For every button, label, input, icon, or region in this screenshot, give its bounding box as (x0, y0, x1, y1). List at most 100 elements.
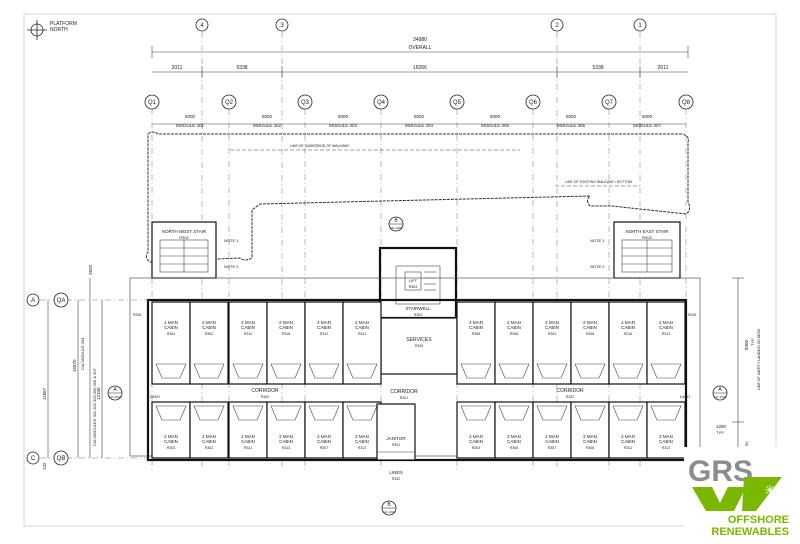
r330-label: R330 (133, 313, 141, 317)
grid-id-2: 2 (555, 23, 559, 29)
left-dim-4: 11867 (42, 387, 47, 400)
bottom-cabin-pod-icon (308, 405, 340, 421)
q-grid-7: Q7 (605, 100, 614, 106)
module-label-6: MODULE 306 (557, 123, 586, 128)
left-dim-label-2: C/A MODULES 301,302,303,305,306 & 307 (92, 367, 97, 446)
line-label-1: LINE OF UNDERSIDE OF WALKWAY (290, 144, 350, 148)
top-cabin-id: R308 (472, 332, 480, 336)
left-dim-5: 132 (42, 462, 47, 470)
grs-logo-mark: GRS ✳ OFFSHORE RENEWABLES (684, 447, 794, 539)
bottom-cabin-id: R307 (548, 446, 556, 450)
top-cabin-pod-icon (650, 363, 682, 379)
logo-line-2: RENEWABLES (711, 526, 789, 538)
sheet-border (23, 13, 777, 527)
north-east-stair: NORTH EAST STAIR R302 (613, 221, 681, 279)
bottom-cabin-id: R308 (510, 446, 518, 450)
top-cabin-pod-icon (346, 363, 378, 379)
top-cabin-pod-icon (460, 363, 492, 379)
section-mark-a-left: A 121-1001 (107, 385, 123, 401)
bottom-cabin-suffix: CABIN (545, 439, 559, 444)
top-cabin-suffix: CABIN (164, 325, 178, 330)
corridor-id-1: R320 (261, 395, 269, 399)
top-cabin-id: R312 (662, 332, 670, 336)
module-dim-1: 5000 (185, 114, 196, 119)
dim-mid-2: 5338 (236, 65, 247, 71)
left-dim-label-1: C/A MODULE 304 (80, 337, 85, 370)
bottom-cabin-id: R311 (624, 446, 632, 450)
top-cabin-wall (646, 301, 686, 385)
north-label-2: NORTH (50, 27, 68, 33)
top-cabin-id: R310 (244, 332, 252, 336)
top-cabin-suffix: CABIN (659, 325, 673, 330)
north-west-stair: NORTH WEST STAIR R301 (151, 221, 217, 279)
section-b-bot-letter: B (387, 502, 391, 508)
bottom-cabin-cap: 2 MAN (317, 434, 331, 439)
bottom-cabin-suffix: CABIN (583, 439, 597, 444)
right-typ-1: TYP (750, 338, 755, 346)
dash-label-right: DASH (680, 395, 690, 399)
bottom-cabin-pod-icon (460, 405, 492, 421)
line-label-2: LINE OF EXISTING WALKWAY / BOTTOM (565, 180, 632, 184)
grid-c: C (31, 456, 36, 462)
linen-label: LINEN (389, 470, 402, 475)
top-cabin-id: R312 (320, 332, 328, 336)
janitor-linen-rooms: JANITOR R331 LINEN R332 (376, 403, 416, 481)
bottom-cabin-pod-icon (232, 405, 264, 421)
bottom-cabin-pod-icon (574, 405, 606, 421)
left-dim-2: 15670 (72, 359, 77, 372)
top-cabin-wall (266, 301, 306, 385)
corridor-id-2: R321 (400, 396, 408, 400)
stairwell-id: R304 (414, 313, 422, 317)
overall-value: 34980 (413, 37, 427, 43)
corridor-label-2: CORRIDOR (390, 389, 418, 395)
bottom-cabin-suffix: CABIN (202, 439, 216, 444)
section-mark-b-bottom: B 121-1001 (381, 500, 397, 516)
bottom-cabin-pod-icon (536, 405, 568, 421)
bottom-cabin-cap: 2 MAN (545, 434, 559, 439)
top-cabin-cap: 2 MAN (202, 320, 216, 325)
dim-mid-1: 2011 (172, 65, 183, 71)
top-cabin-suffix: CABIN (279, 325, 293, 330)
bottom-cabin-cap: 2 MAN (583, 434, 597, 439)
right-dim-3: 50 (744, 441, 749, 446)
logo-star-icon: ✳ (764, 483, 776, 499)
dim-mid-3: 18266 (413, 65, 427, 71)
ne-stair-id: R302 (642, 235, 652, 240)
top-cabin-suffix: CABIN (317, 325, 331, 330)
bottom-cabin-cap: 2 MAN (164, 434, 178, 439)
q-grid-8: Q8 (682, 100, 691, 106)
top-cabin-id: R302 (205, 332, 213, 336)
nw-stair-label: NORTH WEST STAIR (162, 229, 207, 234)
top-cabin-wall (342, 301, 382, 385)
top-cabin-pod-icon (612, 363, 644, 379)
bottom-cabin-suffix: CABIN (241, 439, 255, 444)
bottom-cabin-id: R308 (586, 446, 594, 450)
q-grid-2: Q2 (225, 100, 234, 106)
top-cabin-pod-icon (498, 363, 530, 379)
bottom-cabin-id: R313 (282, 446, 290, 450)
grid-a: A (31, 298, 35, 304)
bottom-cabin-suffix: CABIN (469, 439, 483, 444)
module-label-1: MODULE 301 (176, 123, 205, 128)
section-b-bot-ref: 121-1001 (383, 510, 396, 514)
left-grid: A QA C QB (26, 278, 148, 466)
top-cabin-wall (570, 301, 610, 385)
top-cabin-wall (151, 301, 191, 385)
top-cabin-wall (304, 301, 344, 385)
bottom-cabin-cap: 2 MAN (507, 434, 521, 439)
services-label: SERVICES (406, 337, 432, 343)
ne-stair-label: NORTH EAST STAIR (625, 229, 669, 234)
overall-dimension: 34980 OVERALL 2011 5338 18266 5338 2011 (151, 37, 689, 78)
